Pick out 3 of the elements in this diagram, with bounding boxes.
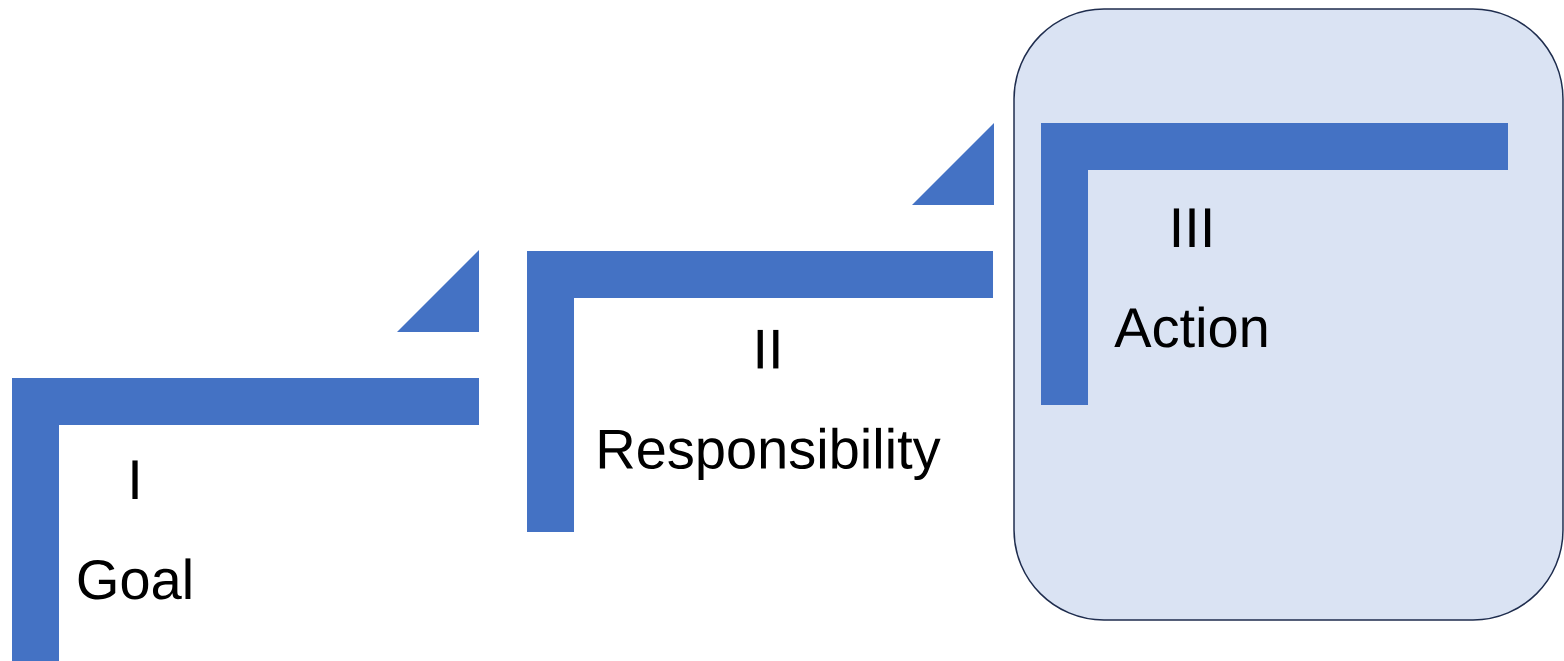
rounded-box: [1013, 8, 1564, 621]
triangle-shape: [397, 250, 479, 332]
triangle-shape: [912, 123, 994, 205]
